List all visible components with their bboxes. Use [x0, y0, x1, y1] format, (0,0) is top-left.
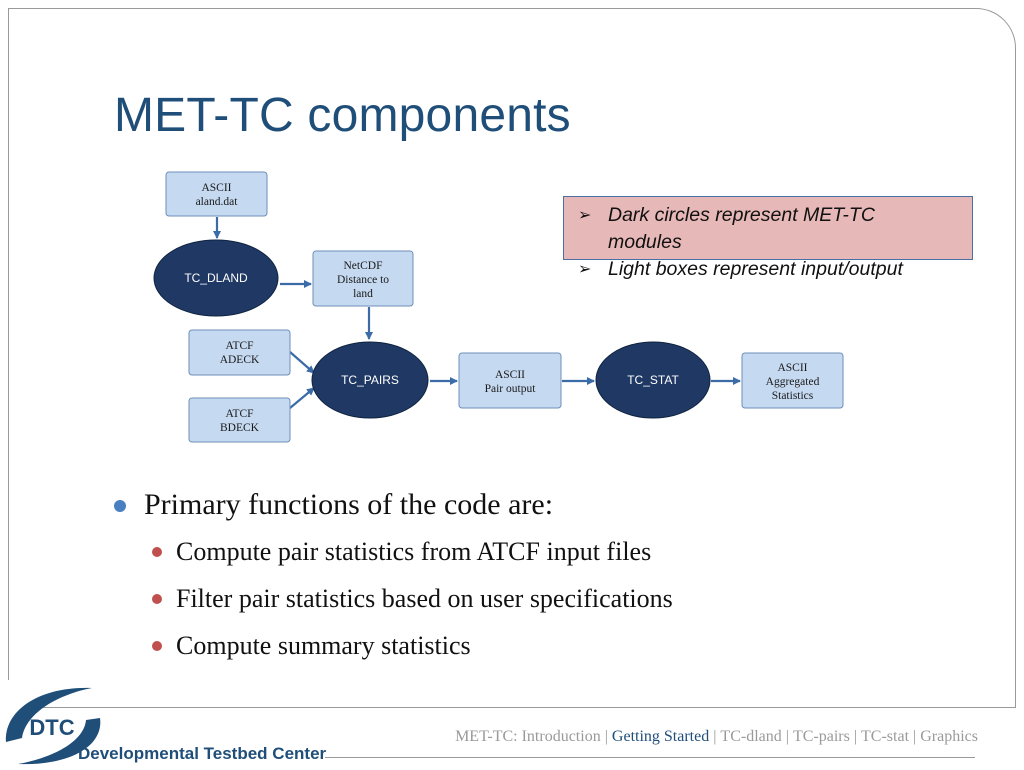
footer-link-introduction[interactable]: MET-TC: Introduction [455, 728, 601, 745]
footer-separator: | [785, 728, 789, 745]
bullet-dot-icon [152, 641, 162, 651]
footer-nav: MET-TC: Introduction|Getting Started|TC-… [455, 728, 978, 746]
box-aggregated: ASCII Aggregated Statistics [741, 352, 844, 409]
box-aggregated-line-1: ASCII [777, 362, 807, 374]
footer-separator: | [913, 728, 917, 745]
box-aggregated-line-2: Aggregated [766, 376, 820, 388]
module-tc-stat-label: TC_STAT [627, 373, 679, 387]
footer-line [325, 757, 975, 758]
bullet-sub-text: Compute pair statistics from ATCF input … [176, 537, 652, 566]
logo-initials: DTC [29, 715, 74, 740]
box-bdeck-line-2: BDECK [220, 422, 260, 434]
bullet-sub-item: Compute summary statistics [152, 622, 673, 669]
module-tc-dland: TC_DLAND [153, 239, 279, 317]
footer-separator: | [853, 728, 858, 745]
bullet-sub-item: Compute pair statistics from ATCF input … [152, 528, 673, 575]
legend-text-modules: Dark circles represent MET-TC modules [608, 204, 875, 253]
module-tc-pairs: TC_PAIRS [311, 341, 429, 419]
arrow-bdeck-to-pairs [289, 387, 315, 409]
footer-link-graphics[interactable]: Graphics [920, 728, 978, 745]
box-bdeck-line-1: ATCF [225, 408, 253, 420]
logo-name: Developmental Testbed Center [78, 744, 327, 763]
logo-swoosh-top [5, 687, 93, 742]
footer-link-getting-started[interactable]: Getting Started [611, 728, 710, 745]
box-netcdf-line-2: Distance to [337, 274, 389, 286]
box-pair-output-line-2: Pair output [485, 383, 537, 395]
legend: ➢ Dark circles represent MET-TC modules … [578, 202, 938, 283]
box-aland: ASCII aland.dat [165, 171, 268, 217]
bullet-dot-icon [152, 594, 162, 604]
box-adeck: ATCF ADECK [188, 329, 291, 376]
module-tc-stat: TC_STAT [595, 341, 711, 419]
bullet-sub-text: Compute summary statistics [176, 631, 471, 660]
bullet-main: Primary functions of the code are: [112, 482, 673, 528]
box-aggregated-line-3: Statistics [772, 390, 814, 402]
arrow-bullet-icon: ➢ [578, 261, 592, 278]
module-tc-pairs-label: TC_PAIRS [341, 373, 399, 387]
legend-item-io: ➢ Light boxes represent input/output [578, 256, 938, 283]
footer-separator: | [604, 728, 608, 745]
bullet-sub-item: Filter pair statistics based on user spe… [152, 575, 673, 622]
legend-box [563, 196, 973, 260]
footer-link-tc-stat[interactable]: TC-stat [861, 728, 910, 745]
box-netcdf-line-1: NetCDF [344, 260, 383, 272]
box-pair-output: ASCII Pair output [458, 352, 562, 409]
arrow-bullet-icon: ➢ [578, 207, 592, 224]
box-netcdf: NetCDF Distance to land [312, 250, 414, 307]
box-aland-line-1: ASCII [201, 182, 231, 194]
box-netcdf-line-3: land [353, 288, 373, 300]
box-pair-output-line-1: ASCII [495, 369, 525, 381]
bullet-sub-text: Filter pair statistics based on user spe… [176, 584, 673, 613]
module-tc-dland-label: TC_DLAND [184, 271, 248, 285]
slide-title: MET-TC components [114, 89, 571, 142]
footer-separator: | [713, 728, 717, 745]
box-adeck-line-2: ADECK [220, 354, 260, 366]
arrow-adeck-to-pairs [289, 351, 315, 374]
footer-link-tc-pairs[interactable]: TC-pairs [792, 728, 850, 745]
bullet-list: Primary functions of the code are: Compu… [112, 482, 673, 669]
slide-frame [8, 8, 1016, 708]
legend-text-io: Light boxes represent input/output [608, 258, 903, 280]
box-adeck-line-1: ATCF [225, 340, 253, 352]
dtc-logo-icon: DTC [5, 687, 101, 765]
bullet-dot-icon [152, 547, 162, 557]
box-bdeck: ATCF BDECK [188, 397, 291, 443]
bullet-dot-icon [114, 500, 126, 512]
box-aland-line-2: aland.dat [196, 196, 239, 208]
logo-swoosh-bottom [18, 718, 101, 765]
legend-item-modules: ➢ Dark circles represent MET-TC modules [578, 202, 938, 256]
bullet-main-text: Primary functions of the code are: [144, 488, 554, 521]
footer-link-tc-dland[interactable]: TC-dland [720, 728, 782, 745]
